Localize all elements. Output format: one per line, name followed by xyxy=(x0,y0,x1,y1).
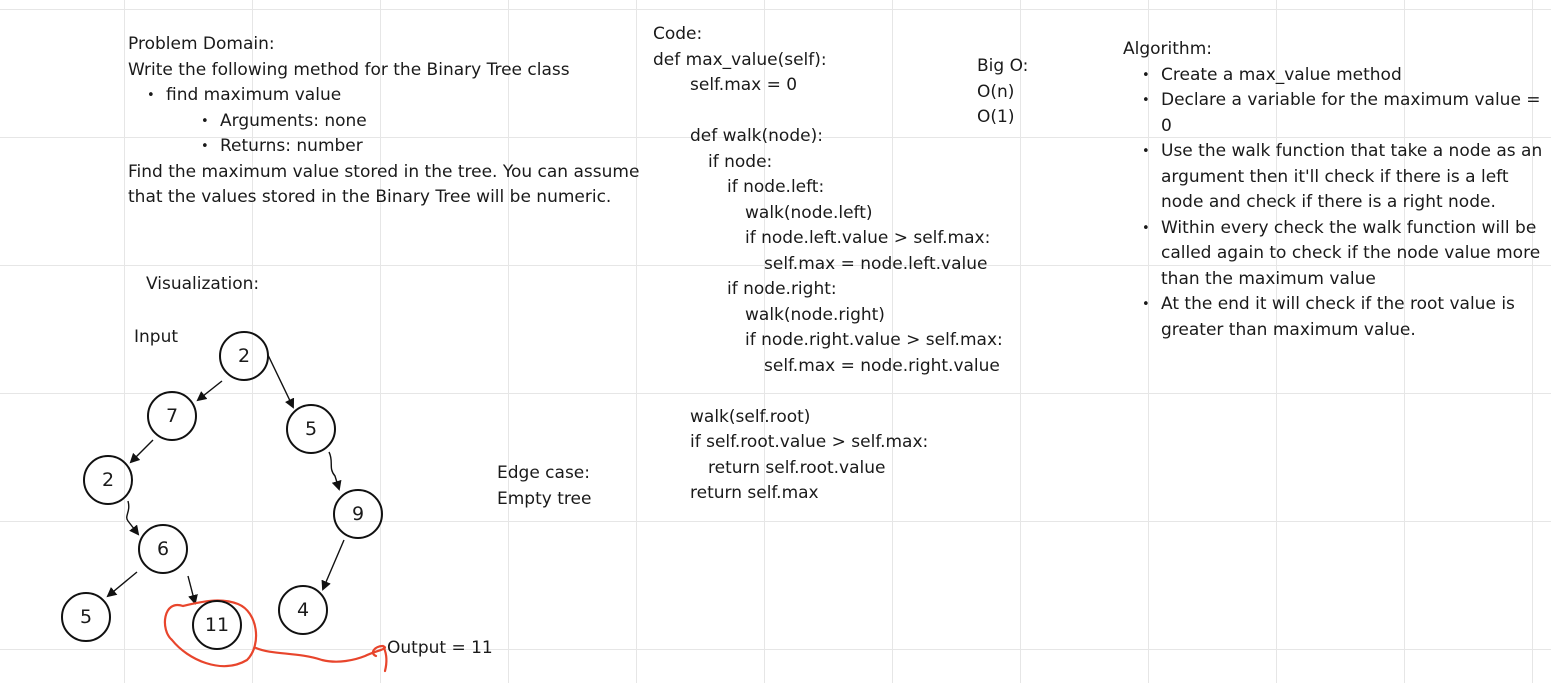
tree-node-left: 7 xyxy=(147,391,197,441)
big-o: Big O: O(n) O(1) xyxy=(977,54,1028,131)
output-label: Output = 11 xyxy=(387,638,493,658)
code-line xyxy=(653,99,1003,125)
problem-domain: Problem Domain: Write the following meth… xyxy=(128,32,639,211)
code-line xyxy=(653,379,1003,405)
big-o-time: O(n) xyxy=(977,81,1015,102)
tree-node-right: 5 xyxy=(286,404,336,454)
edge-nine-four xyxy=(321,539,345,591)
algorithm-heading: Algorithm: xyxy=(1123,39,1212,59)
algorithm-step: Within every check the walk function wil… xyxy=(1142,216,1548,293)
code-line: return self.root.value xyxy=(708,457,886,478)
tree-node-six: 6 xyxy=(138,524,188,574)
edge-case-value: Empty tree xyxy=(497,489,592,509)
code-line: if node.right: xyxy=(727,279,837,299)
code-line: self.max = node.left.value xyxy=(764,253,988,274)
method-list: find maximum value Arguments: none Retur… xyxy=(147,83,639,160)
big-o-space: O(1) xyxy=(977,107,1015,127)
edge-six-eleven xyxy=(187,575,198,605)
edge-six-five xyxy=(106,571,138,598)
big-o-heading: Big O: xyxy=(977,56,1029,76)
problem-intro: Write the following method for the Binar… xyxy=(128,59,570,80)
edge-root-right xyxy=(267,354,295,409)
arguments-item: Arguments: none xyxy=(201,109,639,135)
visualization-heading: Visualization: xyxy=(146,274,260,294)
algorithm-step: Declare a variable for the maximum value… xyxy=(1142,88,1548,139)
tree-node-nine: 9 xyxy=(333,489,383,539)
input-label: Input xyxy=(134,327,179,347)
code-line: walk(node.right) xyxy=(745,304,885,325)
code-line: walk(self.root) xyxy=(690,406,811,427)
edge-leftleft-six xyxy=(126,500,140,536)
tree-node-five-leaf: 5 xyxy=(61,592,111,642)
algorithm-step: Use the walk function that take a node a… xyxy=(1142,139,1548,216)
code-line: if node: xyxy=(708,151,773,172)
algorithm-step: At the end it will check if the root val… xyxy=(1142,292,1548,343)
code-line: self.max = 0 xyxy=(690,75,798,95)
edge-left-leftleft xyxy=(129,439,154,464)
algorithm-steps: Create a max_value method Declare a vari… xyxy=(1142,63,1548,344)
problem-desc-1: Find the maximum value stored in the tre… xyxy=(128,161,640,182)
edge-right-nine xyxy=(328,451,342,491)
problem-heading: Problem Domain: xyxy=(128,34,275,54)
code-block: Code: def max_value(self): self.max = 0 … xyxy=(653,22,1003,507)
code-line: def max_value(self): xyxy=(653,49,827,70)
code-line: walk(node.left) xyxy=(745,202,873,223)
tree-node-eleven: 11 xyxy=(192,600,242,650)
code-line: if node.left: xyxy=(727,177,825,197)
algorithm-step: Create a max_value method xyxy=(1142,63,1548,89)
code-line: return self.max xyxy=(690,483,819,503)
code-line: def walk(node): xyxy=(690,126,823,146)
code-line: self.max = node.right.value xyxy=(764,355,1000,376)
edge-case-label: Edge case: xyxy=(497,463,590,483)
edge-root-left xyxy=(196,380,223,402)
code-line: if node.right.value > self.max: xyxy=(745,330,1003,350)
tree-node-four: 4 xyxy=(278,585,328,635)
code-line: if node.left.value > self.max: xyxy=(745,228,991,248)
returns-item: Returns: number xyxy=(201,134,639,160)
code-heading: Code: xyxy=(653,24,703,44)
code-line: if self.root.value > self.max: xyxy=(690,432,929,452)
problem-desc-2: that the values stored in the Binary Tre… xyxy=(128,187,612,207)
tree-node-root: 2 xyxy=(219,331,269,381)
method-item: find maximum value Arguments: none Retur… xyxy=(147,83,639,160)
algorithm: Algorithm: Create a max_value method Dec… xyxy=(1123,37,1548,343)
tree-node-left-left: 2 xyxy=(83,455,133,505)
